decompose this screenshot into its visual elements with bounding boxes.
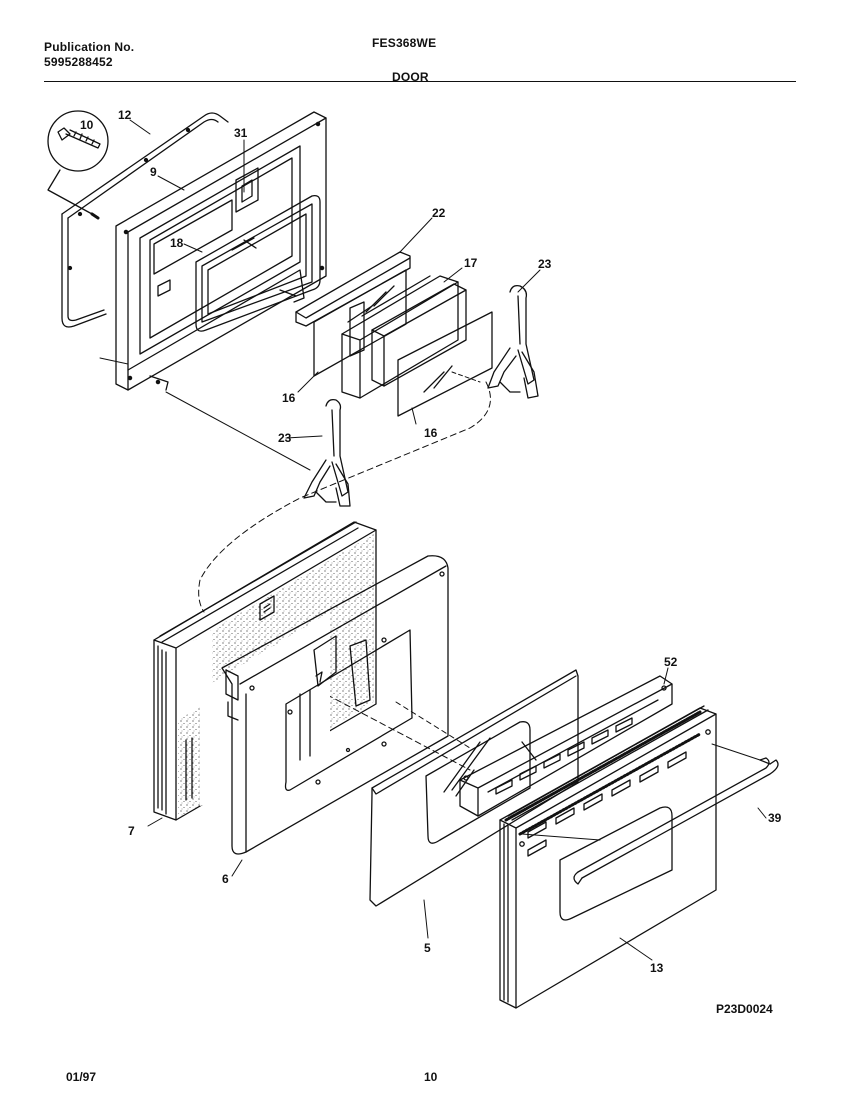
callout-23-left: 23 <box>278 431 292 445</box>
page-number: 10 <box>424 1070 438 1084</box>
publication-label: Publication No. <box>44 40 135 54</box>
door-handle-part-39 <box>573 757 779 885</box>
callout-31: 31 <box>234 126 248 140</box>
callout-22: 22 <box>432 206 446 220</box>
callout-6: 6 <box>222 872 229 886</box>
callout-12: 12 <box>118 108 132 122</box>
leader-lines <box>129 119 767 961</box>
callout-52: 52 <box>664 655 678 669</box>
footer-date: 01/97 <box>66 1070 97 1084</box>
callout-17: 17 <box>464 256 478 270</box>
callout-13: 13 <box>650 961 664 975</box>
door-glass-part-5 <box>369 669 579 907</box>
callout-39: 39 <box>768 811 782 825</box>
diagram-code: P23D0024 <box>716 1002 773 1016</box>
callout-16-upper: 16 <box>282 391 296 405</box>
glass-panel-part-16-lower <box>397 311 493 417</box>
glass-panel-part-16-upper <box>313 269 407 377</box>
door-vent-slots <box>527 751 687 857</box>
callout-labels: 10 12 31 9 18 22 17 23 16 23 16 52 39 7 … <box>80 108 782 975</box>
inner-door-frame <box>115 111 327 391</box>
callout-5: 5 <box>424 941 431 955</box>
publication-number: 5995288452 <box>44 55 113 69</box>
callout-16-lower: 16 <box>424 426 438 440</box>
door-gasket-part-12 <box>61 112 229 328</box>
callout-7: 7 <box>128 824 135 838</box>
header-rule <box>44 81 796 82</box>
insulation-part-7 <box>153 521 377 821</box>
vent-slots <box>495 717 633 795</box>
callout-10: 10 <box>80 118 94 132</box>
screw-part-10 <box>47 110 109 220</box>
model-number: FES368WE <box>372 36 437 50</box>
outer-door-part-13 <box>499 705 717 1009</box>
callout-18: 18 <box>170 236 184 250</box>
inner-panel-part-6 <box>221 555 449 855</box>
glass-pack-part-17 <box>341 275 467 399</box>
section-title: DOOR <box>392 70 429 84</box>
vent-trim-part-52 <box>459 675 673 817</box>
callout-23-right: 23 <box>538 257 552 271</box>
hinge-part-23-right <box>487 284 539 399</box>
hinge-part-23-left <box>303 398 351 507</box>
alignment-lines <box>99 357 761 841</box>
callout-9: 9 <box>150 165 157 179</box>
